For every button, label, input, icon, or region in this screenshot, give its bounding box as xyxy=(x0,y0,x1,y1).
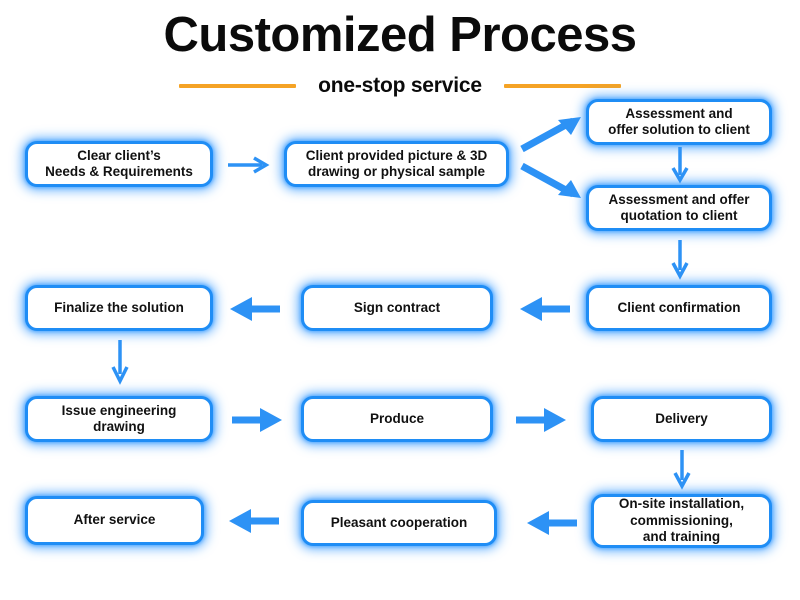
arrow-right-icon-e1 xyxy=(226,155,274,175)
flow-node-after-service[interactable]: After service xyxy=(25,496,204,545)
flow-node-client-confirmation[interactable]: Client confirmation xyxy=(586,285,772,331)
arrow-left-icon-e7 xyxy=(228,293,284,325)
arrow-down-icon-e5 xyxy=(669,238,691,284)
flow-node-sign-contract[interactable]: Sign contract xyxy=(301,285,493,331)
arrow-right-icon-e9 xyxy=(228,404,284,436)
flow-node-client-provided-picture[interactable]: Client provided picture & 3D drawing or … xyxy=(284,141,509,187)
arrow-down-icon-e8 xyxy=(109,338,131,390)
page-title: Customized Process xyxy=(163,8,638,62)
flow-node-produce[interactable]: Produce xyxy=(301,396,493,442)
subtitle-row: one-stop service xyxy=(0,74,800,98)
arrow-down-icon-e11 xyxy=(671,448,693,494)
rule-left-decoration xyxy=(179,84,297,88)
arrow-left-icon-e12 xyxy=(525,507,581,539)
arrow-down-icon-e4 xyxy=(669,145,691,187)
flow-node-finalize-the-solution[interactable]: Finalize the solution xyxy=(25,285,213,331)
flow-node-issue-engineering-drawing[interactable]: Issue engineering drawing xyxy=(25,396,213,442)
arrow-right-icon-e10 xyxy=(512,404,568,436)
flow-node-onsite-installation[interactable]: On-site installation, commissioning, and… xyxy=(591,494,772,548)
page-subtitle: one-stop service xyxy=(318,74,482,97)
rule-right-decoration xyxy=(503,84,621,88)
arrow-up-right-icon-e2 xyxy=(519,112,585,154)
flow-node-assessment-offer-solution[interactable]: Assessment and offer solution to client xyxy=(586,99,772,145)
arrow-down-right-icon-e3 xyxy=(519,160,585,202)
flow-node-assessment-offer-quotation[interactable]: Assessment and offer quotation to client xyxy=(586,185,772,231)
flow-node-clear-client-needs[interactable]: Clear client’s Needs & Requirements xyxy=(25,141,213,187)
arrow-left-icon-e13 xyxy=(227,505,283,537)
flow-node-delivery[interactable]: Delivery xyxy=(591,396,772,442)
arrow-left-icon-e6 xyxy=(518,293,574,325)
flow-node-pleasant-cooperation[interactable]: Pleasant cooperation xyxy=(301,500,497,546)
